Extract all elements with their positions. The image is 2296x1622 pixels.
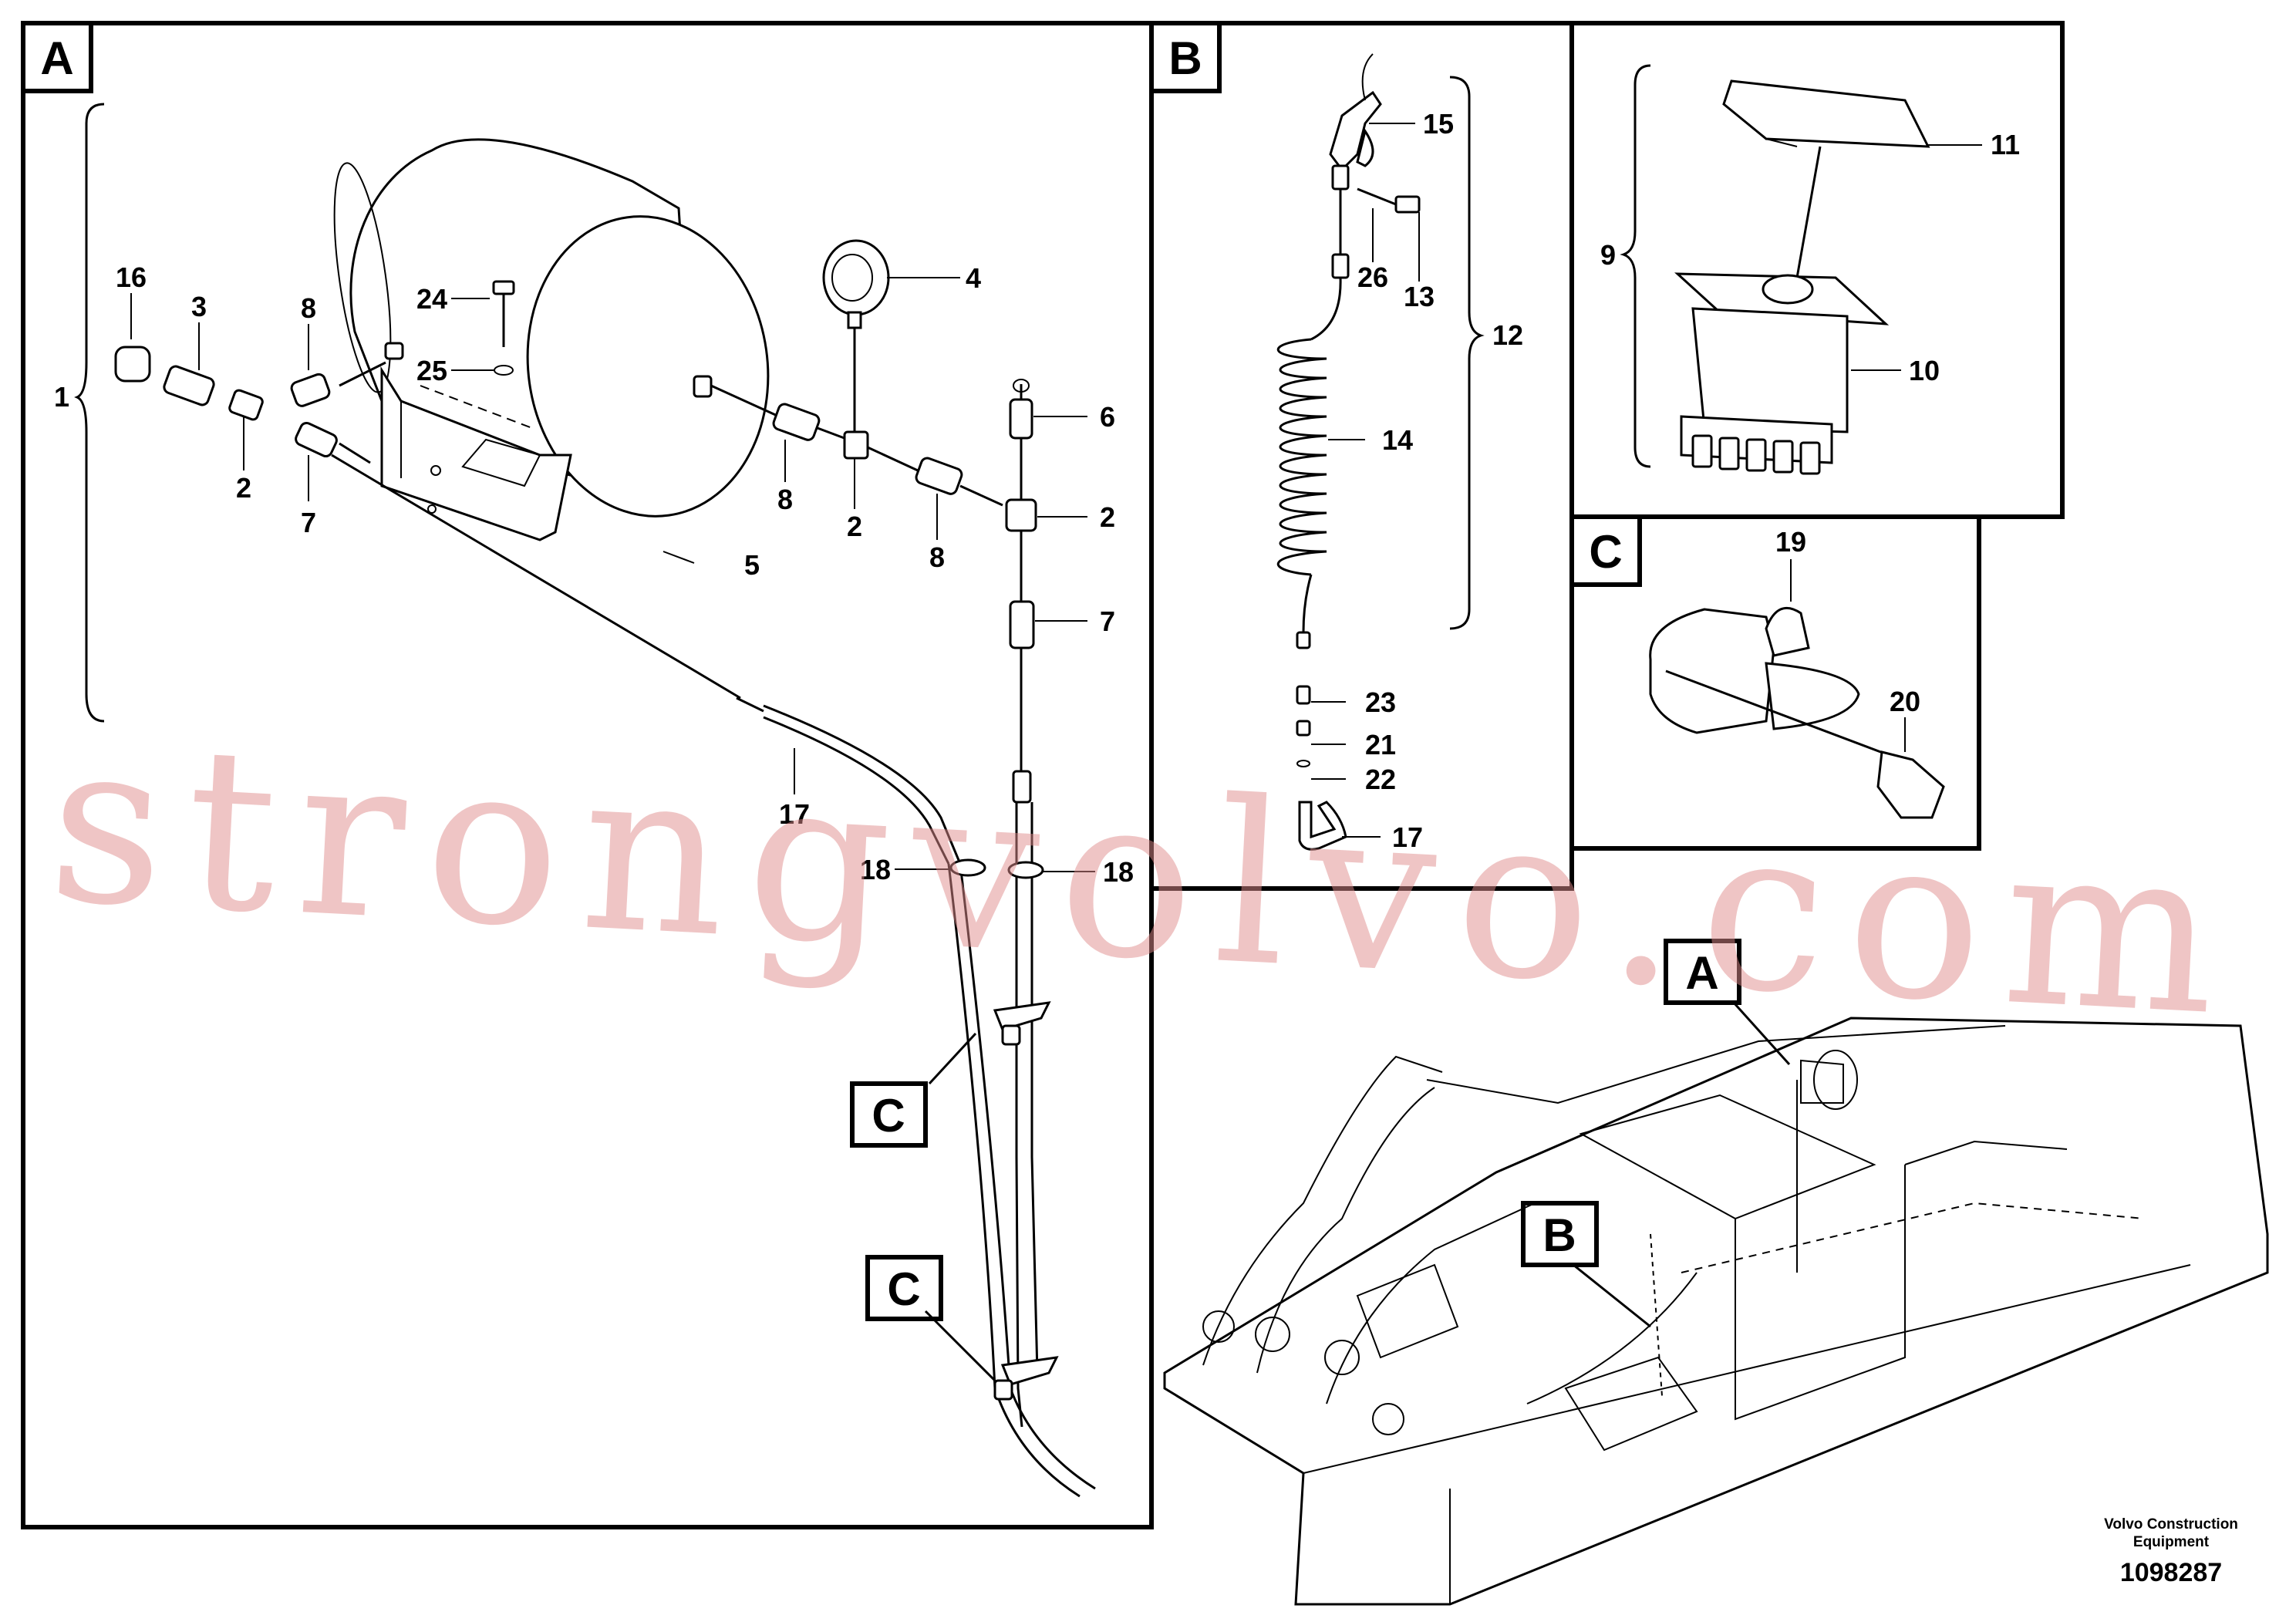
callout-2a: 2	[236, 472, 251, 504]
callout-1: 1	[54, 381, 69, 413]
callout-9: 9	[1600, 239, 1616, 271]
svg-text:C: C	[887, 1263, 920, 1315]
callout-11: 11	[1991, 129, 2020, 160]
callout-12: 12	[1492, 319, 1523, 351]
bracket-1	[74, 103, 105, 723]
callout-18a: 18	[860, 854, 891, 885]
svg-text:A: A	[40, 32, 73, 84]
callout-22: 22	[1365, 764, 1396, 795]
callout-4: 4	[966, 262, 981, 294]
callout-2b: 2	[847, 511, 862, 542]
callout-20: 20	[1890, 686, 1920, 717]
machine-frame	[1163, 1017, 2269, 1606]
callout-25: 25	[416, 355, 447, 386]
bolt-24	[492, 280, 515, 376]
svg-text:B: B	[1542, 1209, 1576, 1261]
callout-24: 24	[416, 283, 447, 315]
panel-c-tag: C	[1569, 514, 1642, 587]
callout-2c: 2	[1100, 501, 1115, 533]
panel-a-tag: A	[21, 21, 93, 93]
detail-tag-c-upper: C	[850, 1032, 977, 1148]
hose-clamp	[1649, 606, 1945, 819]
panel-b-tag: B	[1149, 21, 1222, 93]
panel-c-frame	[1569, 514, 1981, 851]
callout-8c: 8	[929, 541, 945, 573]
detail-tag-c-lower: C	[865, 1255, 996, 1382]
overview-tag-b: B	[1521, 1201, 1651, 1328]
callout-17b: 17	[1392, 821, 1423, 853]
svg-text:C: C	[1589, 526, 1622, 578]
callout-10: 10	[1909, 355, 1940, 386]
svg-text:A: A	[1685, 947, 1718, 999]
footer-company-line1: Volvo Construction	[2104, 1516, 2238, 1533]
callout-16: 16	[116, 261, 147, 293]
leaders-a	[130, 277, 1095, 872]
svg-text:C: C	[872, 1090, 905, 1141]
leaders-b	[1311, 123, 1420, 838]
callout-7b: 7	[1100, 605, 1115, 637]
callout-8a: 8	[301, 292, 316, 324]
callout-13: 13	[1404, 281, 1435, 312]
callout-18b: 18	[1103, 856, 1134, 888]
hose-line-17	[331, 454, 1096, 1498]
callout-3: 3	[191, 291, 207, 322]
air-gun-assembly	[1276, 53, 1421, 851]
bracket-9	[1620, 64, 1651, 468]
watermark-text: strongvolvo.com	[43, 692, 2244, 1066]
rotary-switch	[1674, 79, 1930, 475]
callout-23: 23	[1365, 686, 1396, 718]
callout-8b: 8	[777, 484, 793, 515]
footer-company-line2: Equipment	[2133, 1534, 2210, 1550]
fittings-right	[693, 336, 1037, 804]
callout-21: 21	[1365, 729, 1396, 760]
footer-drawing-number: 1098287	[2120, 1558, 2222, 1587]
callout-5: 5	[744, 549, 760, 581]
callout-19: 19	[1775, 526, 1806, 558]
air-tank	[333, 138, 770, 541]
callout-17a: 17	[779, 798, 810, 830]
svg-text:B: B	[1168, 32, 1202, 84]
callout-7a: 7	[301, 507, 316, 538]
callout-14: 14	[1382, 424, 1413, 456]
overview-tag-a: A	[1664, 939, 1791, 1066]
pressure-gauge	[822, 239, 890, 336]
fittings-left	[114, 342, 404, 464]
callout-6: 6	[1100, 401, 1115, 433]
callout-15: 15	[1423, 108, 1454, 140]
callout-26: 26	[1357, 261, 1388, 293]
bracket-12	[1449, 76, 1485, 630]
